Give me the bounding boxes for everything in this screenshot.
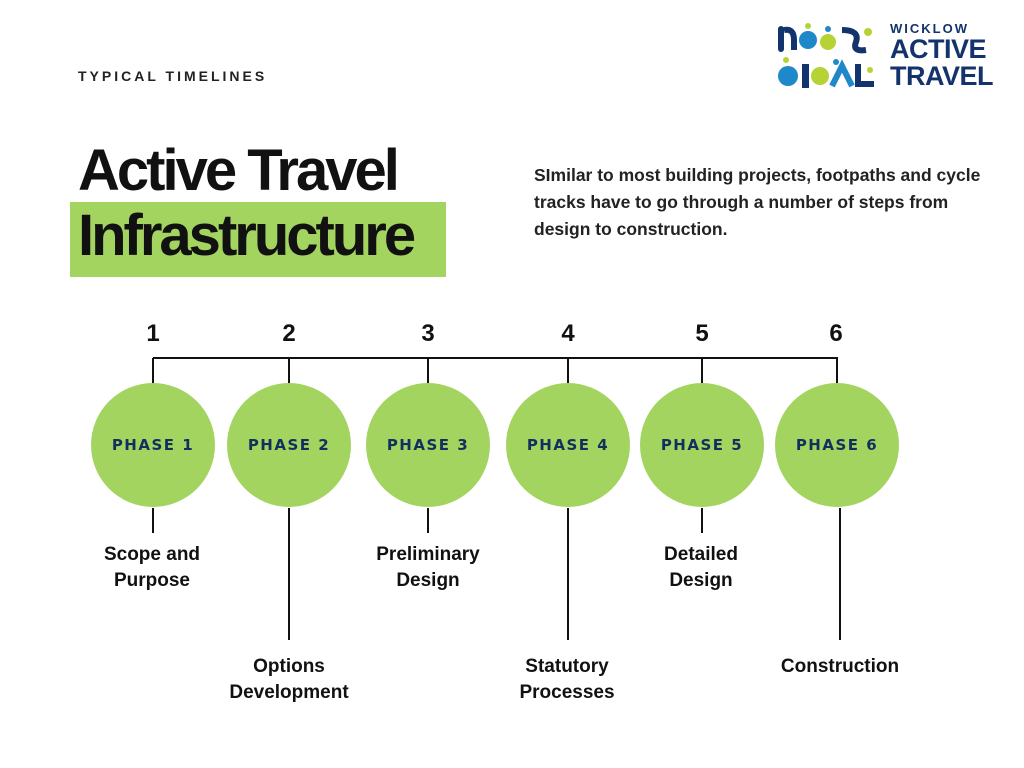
phase-5-description: Detailed Design <box>664 544 738 591</box>
intro-text: SImilar to most building projects, footp… <box>534 165 981 239</box>
logo-line-3: TRAVEL <box>890 61 994 91</box>
title-highlight <box>70 202 446 277</box>
phase-label: PHASE 3 <box>387 436 469 454</box>
phase-4: 4 PHASE 4 <box>506 320 630 640</box>
logo-line-1: WICKLOW <box>890 21 969 36</box>
phase-number: 5 <box>695 320 708 347</box>
phase-circle <box>775 383 899 507</box>
phase-4-description: Statutory Processes <box>519 656 615 703</box>
phase-label: PHASE 2 <box>248 436 330 454</box>
phase-1: 1 PHASE 1 <box>91 320 215 533</box>
phase-circle <box>91 383 215 507</box>
page-title-line-2: Infrastructure <box>78 203 416 268</box>
phase-number: 3 <box>421 320 434 347</box>
phase-number: 1 <box>146 320 159 347</box>
logo-wordmark: WICKLOW ACTIVE TRAVEL <box>890 21 994 91</box>
phase-label: PHASE 1 <box>112 436 194 454</box>
page-title-line-1: Active Travel <box>78 138 400 203</box>
phase-2: 2 PHASE 2 <box>227 320 351 640</box>
phase-3-description: Preliminary Design <box>376 544 480 591</box>
phase-6: 6 PHASE 6 <box>775 320 899 640</box>
phase-circle <box>640 383 764 507</box>
phase-label: PHASE 5 <box>661 436 743 454</box>
phase-circle <box>506 383 630 507</box>
phase-3: 3 PHASE 3 <box>366 320 490 533</box>
phase-number: 6 <box>829 320 842 347</box>
phase-circle <box>227 383 351 507</box>
phase-5: 5 PHASE 5 <box>640 320 764 533</box>
phase-circle <box>366 383 490 507</box>
logo-line-2: ACTIVE <box>890 34 987 64</box>
phase-number: 4 <box>561 320 575 347</box>
phase-1-description: Scope and Purpose <box>103 544 201 591</box>
phase-2-description: Options Development <box>229 656 349 703</box>
phase-label: PHASE 6 <box>796 436 878 454</box>
wicklow-logo-icon <box>778 23 874 88</box>
phase-number: 2 <box>282 320 295 347</box>
phase-label: PHASE 4 <box>527 436 609 454</box>
eyebrow-heading: TYPICAL TIMELINES <box>78 68 268 84</box>
phase-6-description: Construction <box>780 656 900 677</box>
